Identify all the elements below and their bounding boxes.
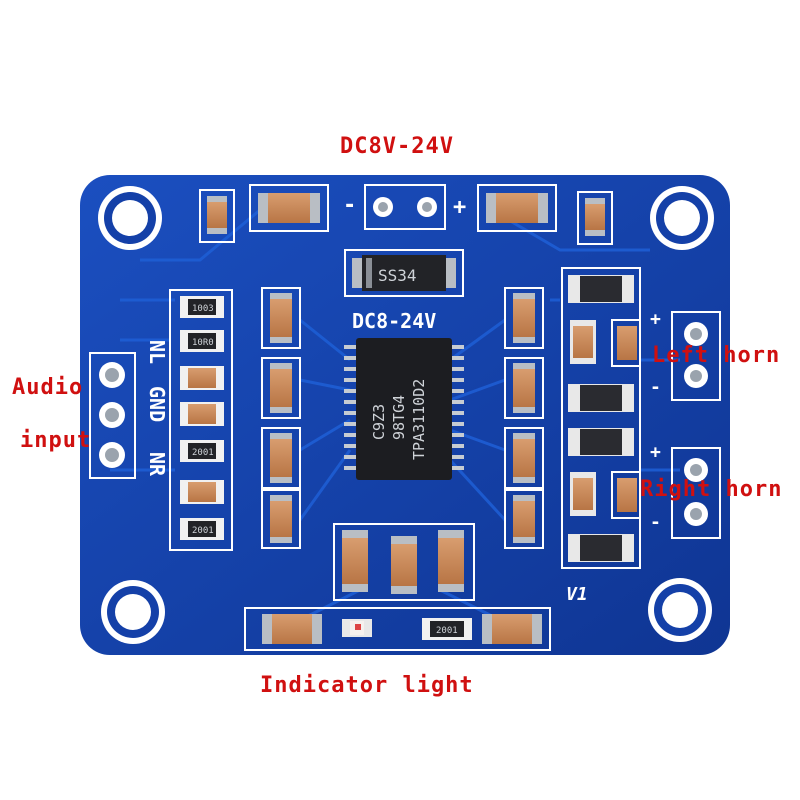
resistor-label-4: 2001	[192, 526, 214, 536]
audio-input-callout-line1: Audio	[12, 375, 84, 400]
svg-text:-: -	[650, 512, 661, 533]
pin-label-nl: NL	[145, 340, 169, 364]
svg-text:+: +	[650, 442, 661, 463]
svg-text:-: -	[650, 377, 661, 398]
left-speaker-terminal: + -	[650, 309, 721, 401]
diode-ss34: SS34	[344, 249, 464, 297]
board-voltage-label: DC8-24V	[352, 309, 436, 333]
chip-marking-1: TPA3110D2	[410, 379, 428, 460]
resistor-label-1: 1003	[192, 304, 214, 314]
indicator-light-callout: Indicator light	[260, 673, 474, 698]
chip-marking-2: 98TG4	[390, 395, 408, 440]
left-horn-callout: Left horn	[652, 343, 781, 368]
capacitor-top-4	[577, 191, 613, 245]
pin-label-gnd: GND	[145, 386, 169, 422]
mounting-hole-br	[648, 578, 712, 642]
resistor-label-3: 2001	[192, 448, 214, 458]
power-terminal	[364, 184, 446, 230]
resistor-label-5: 2001	[436, 626, 458, 636]
power-callout: DC8V-24V	[340, 134, 454, 159]
svg-text:+: +	[650, 309, 661, 330]
capacitor-top-1	[199, 189, 235, 243]
right-capacitors	[504, 287, 544, 549]
diode-label: SS34	[378, 266, 417, 285]
right-filter-column	[561, 267, 641, 569]
chip-marking-3: C9Z3	[370, 404, 388, 440]
capacitor-top-2	[249, 184, 329, 232]
power-plus-label: +	[453, 195, 466, 220]
pin-label-nr: NR	[145, 452, 169, 477]
mounting-hole-tr	[650, 186, 714, 250]
capacitor-top-3	[477, 184, 557, 232]
right-speaker-terminal: + -	[650, 442, 721, 539]
audio-input-header	[89, 352, 136, 479]
amplifier-chip: TPA3110D2 98TG4 C9Z3	[344, 338, 464, 480]
audio-input-callout-line2: input	[20, 428, 92, 453]
bottom-component-row: 2001	[244, 607, 551, 651]
bottom-capacitors	[333, 523, 475, 601]
mounting-hole-tl	[98, 186, 162, 250]
left-component-column: 1003 10R0 2001 2001	[169, 289, 233, 551]
mounting-hole-bl	[101, 580, 165, 644]
power-minus-label: -	[343, 193, 356, 218]
left-capacitors	[261, 287, 301, 549]
resistor-label-2: 10R0	[192, 338, 214, 348]
board-version-label: V1	[566, 584, 588, 605]
right-horn-callout: Right horn	[640, 477, 783, 502]
